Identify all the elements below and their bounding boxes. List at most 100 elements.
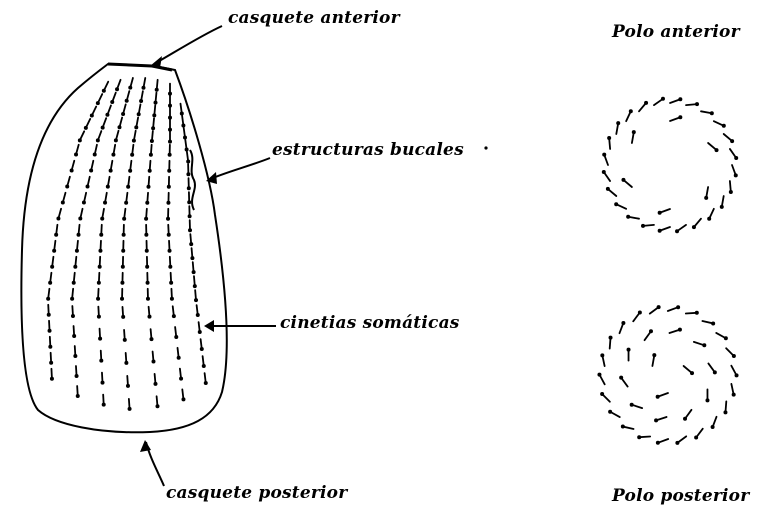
kinety-dot (82, 193, 86, 205)
kinety-dot (150, 131, 154, 143)
kinety-dot (47, 305, 51, 317)
kinety-dot (128, 78, 133, 90)
kinety-dot (194, 290, 198, 302)
label-posterior-pole: Polo posterior (612, 486, 749, 506)
kinety-dot (74, 145, 79, 157)
kinety-dot (146, 289, 150, 301)
somatic-kineties (46, 78, 208, 411)
kinety-dot (70, 289, 74, 301)
kinety-dot (169, 273, 173, 285)
kinety-dot (196, 305, 200, 317)
kinety-dot (188, 206, 192, 218)
kinety-dot (132, 131, 136, 143)
kinety-dot (144, 225, 148, 237)
arrowhead-kineties (204, 320, 214, 332)
kinety-dot (151, 352, 155, 364)
polar-dash (724, 134, 734, 143)
polar-dash (656, 439, 668, 445)
polar-dash (630, 403, 642, 408)
kinety-dot (126, 376, 130, 388)
kinety-dot (151, 118, 155, 130)
kinety-dot (168, 84, 172, 96)
polar-dash (675, 225, 686, 233)
kinety-dot (99, 225, 103, 237)
kinety-dot (98, 329, 102, 341)
polar-dash (652, 353, 656, 366)
kinety-dot (155, 396, 159, 408)
kinety-dot (202, 356, 206, 368)
kinety-dot (190, 248, 194, 260)
kinety-dot (168, 120, 172, 132)
kinety-dot (84, 119, 90, 130)
kinety-dot (48, 273, 52, 285)
kinety-dot (153, 374, 157, 386)
polar-dash (686, 102, 699, 106)
kinety-dot (166, 193, 170, 205)
kinety-dot (168, 108, 172, 120)
kinety-dot (120, 273, 124, 285)
polar-dash (684, 366, 694, 375)
kinety-dot (65, 177, 70, 189)
polar-dash (716, 333, 728, 340)
kinety-dot (100, 209, 104, 221)
polar-dash (639, 101, 648, 111)
label-posterior-cap: casquete posterior (166, 483, 347, 503)
kinety-dot (121, 257, 125, 269)
kinety-dot (76, 386, 80, 398)
kinety-dot (152, 105, 156, 117)
kinety-dot (186, 164, 190, 176)
kinety-dot (86, 177, 90, 189)
polar-dash (597, 373, 604, 385)
kinety-dot (71, 306, 75, 318)
kinety-dot (110, 93, 116, 104)
kinety-dot (77, 225, 81, 237)
polar-dash (720, 196, 724, 209)
polar-dash (701, 111, 714, 115)
polar-dash (730, 149, 738, 160)
kinety-dot (128, 161, 132, 173)
polar-dash (675, 436, 686, 445)
polar-dash (708, 363, 716, 374)
polar-dash (619, 376, 627, 387)
polar-dash (600, 392, 610, 402)
polar-dash (600, 353, 604, 366)
kinety-dot (48, 337, 52, 349)
polar-dash (658, 209, 670, 215)
kinety-dot (168, 145, 172, 157)
kinety-dot (145, 257, 149, 269)
kinety-dot (167, 177, 171, 189)
kinety-dot (193, 276, 197, 288)
kinety-dot (187, 192, 191, 204)
kinety-dot (73, 346, 77, 358)
kinety-dot (72, 273, 76, 285)
kinety-dot (186, 152, 190, 164)
pointer-lines (146, 26, 276, 486)
kinety-dot (61, 193, 66, 205)
kinety-dot (52, 241, 56, 253)
polar-dash (670, 115, 682, 121)
kinety-dot (122, 209, 126, 221)
polar-dash (692, 219, 701, 229)
kinety-dot (168, 257, 172, 269)
kinety-dot (78, 131, 84, 142)
polar-dash (707, 209, 714, 221)
kinety-dot (121, 307, 125, 319)
kinety-dot (128, 399, 132, 411)
kinety-dot (114, 131, 119, 143)
kinety-dot (99, 351, 103, 363)
polar-dash (668, 305, 680, 311)
kinety-dot (96, 289, 100, 301)
kinety-dot (148, 161, 152, 173)
polar-dash (683, 410, 691, 421)
kinety-dot (185, 140, 189, 152)
kinety-dot (145, 241, 149, 253)
polar-dash (731, 366, 738, 378)
polar-dash (627, 348, 631, 361)
kinety-dot (89, 161, 93, 173)
kinety-dot (180, 104, 184, 116)
polar-dash (645, 329, 653, 340)
kinety-dot (179, 369, 183, 381)
polar-dash (705, 389, 709, 402)
polar-dash (723, 401, 727, 414)
polar-dash (656, 393, 668, 399)
